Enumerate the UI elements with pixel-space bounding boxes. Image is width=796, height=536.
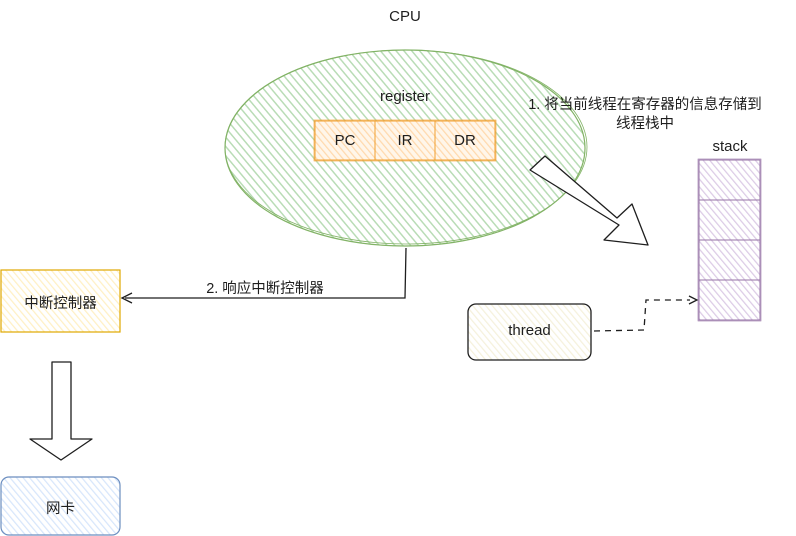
register-cell-pc[interactable] xyxy=(314,120,376,161)
register-cells xyxy=(313,119,497,162)
register-label: register xyxy=(379,88,431,105)
annotation-respond-label: 2. 响应中断控制器 xyxy=(206,281,324,297)
register-cell-dr-label: DR xyxy=(454,132,476,149)
annotation-save-line1: 1. 将当前线程在寄存器的信息存储到 xyxy=(528,97,762,113)
thread-label: thread xyxy=(508,322,551,339)
stack-cell[interactable] xyxy=(698,159,761,201)
register-cell-ir-label: IR xyxy=(397,132,413,149)
interrupt-controller-label: 中断控制器 xyxy=(24,296,97,312)
interrupt-controller-node[interactable] xyxy=(0,269,121,333)
nic-node[interactable] xyxy=(0,476,121,536)
stack-cell[interactable] xyxy=(698,199,761,241)
register-cell-dr[interactable] xyxy=(434,120,496,161)
save-to-stack-arrow[interactable] xyxy=(529,155,649,246)
thread-node[interactable] xyxy=(467,303,592,361)
respond-interrupt-connector[interactable] xyxy=(120,247,407,304)
nic-label: 网卡 xyxy=(46,501,75,517)
stack-cell[interactable] xyxy=(698,279,761,321)
stack-node[interactable] xyxy=(697,158,762,322)
down-arrow[interactable] xyxy=(29,361,93,461)
register-cell-ir[interactable] xyxy=(374,120,436,161)
register-cell-pc-label: PC xyxy=(334,132,356,149)
thread-stack-connector[interactable] xyxy=(593,295,699,332)
annotation-save-line2: 线程栈中 xyxy=(616,116,674,132)
stack-label: stack xyxy=(712,138,748,155)
cpu-label: CPU xyxy=(389,8,421,25)
stack-cell[interactable] xyxy=(698,239,761,281)
